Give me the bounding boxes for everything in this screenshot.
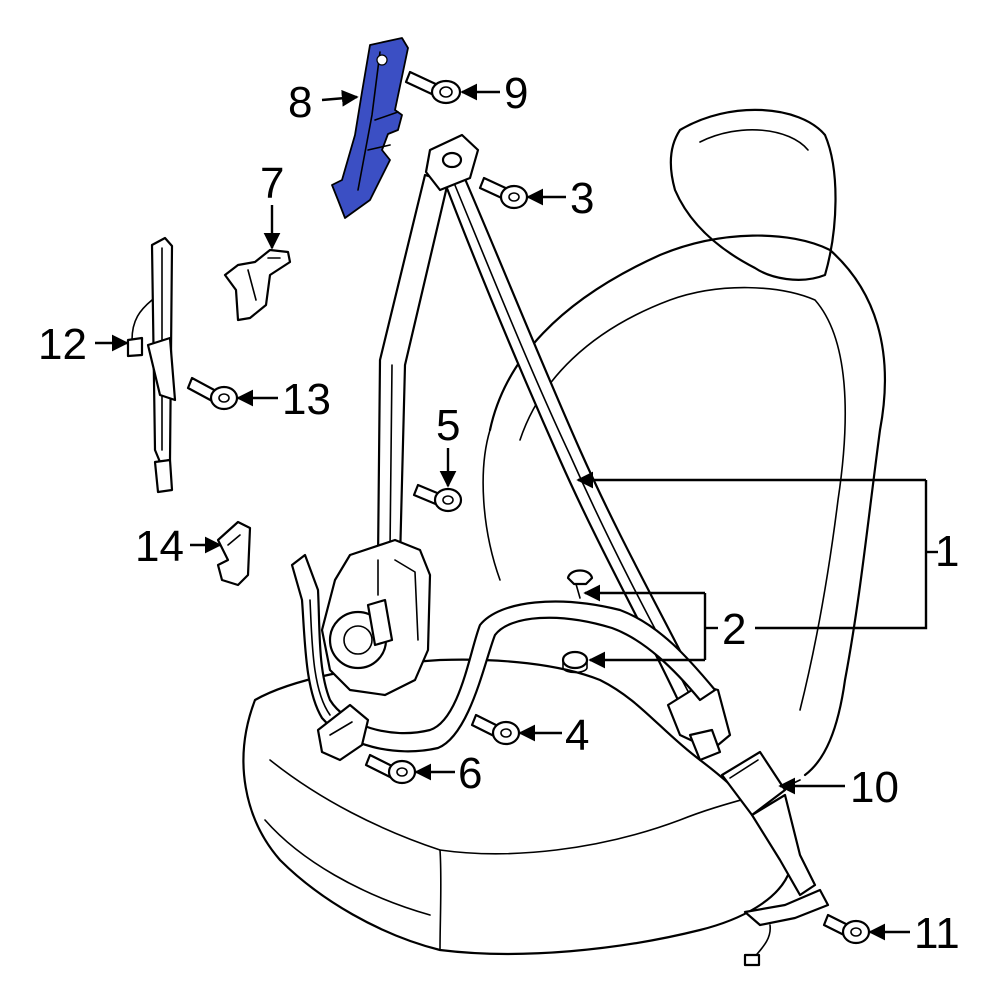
- callout-6: 6: [458, 749, 482, 798]
- lower-anchor-plate: [316, 703, 370, 762]
- seat-back: [488, 234, 886, 777]
- callout-labels: 1 2 3 4 5 6 7 8 9 10 11 12 13 14: [38, 69, 960, 958]
- seat-illustration: [242, 108, 886, 955]
- bracket-part-14: [216, 520, 252, 587]
- seat-cushion: [242, 658, 792, 955]
- callout-9: 9: [504, 69, 528, 118]
- seat-back-inner-seam: [519, 286, 846, 711]
- callout-14: 14: [135, 522, 184, 571]
- bolt-part-13: [186, 376, 239, 411]
- lap-belt: [290, 553, 717, 762]
- callout-4: 4: [565, 711, 589, 760]
- callout-3: 3: [570, 174, 594, 223]
- belt-retractor: [320, 538, 432, 697]
- callout-7: 7: [260, 159, 284, 208]
- headrest: [669, 108, 837, 281]
- belt-strap-diagonal: [438, 168, 702, 702]
- callout-13: 13: [282, 375, 331, 424]
- belt-buckle-part-10: [720, 750, 830, 967]
- callout-5: 5: [436, 401, 460, 450]
- bolt-part-3: [478, 176, 529, 210]
- clip-part-7: [223, 248, 292, 322]
- bolt-part-4: [470, 713, 521, 746]
- callout-11: 11: [914, 909, 960, 958]
- callout-8: 8: [288, 78, 312, 127]
- bolt-part-6: [364, 753, 417, 785]
- clip-part-2-upper: [566, 569, 594, 599]
- shoulder-belt-assembly: [376, 133, 732, 762]
- leader-lines: [95, 83, 938, 941]
- height-adjuster-bracket-part-8: [331, 37, 409, 219]
- callout-2: 2: [722, 605, 746, 654]
- callout-10: 10: [850, 763, 899, 812]
- pretensioner-part-12: [126, 236, 177, 494]
- bolt-part-11: [822, 913, 871, 945]
- bolt-part-9: [404, 70, 462, 105]
- callout-1: 1: [935, 527, 959, 576]
- grommet-part-2-lower: [561, 650, 589, 674]
- callout-12: 12: [38, 320, 87, 369]
- bolt-part-5: [412, 483, 463, 513]
